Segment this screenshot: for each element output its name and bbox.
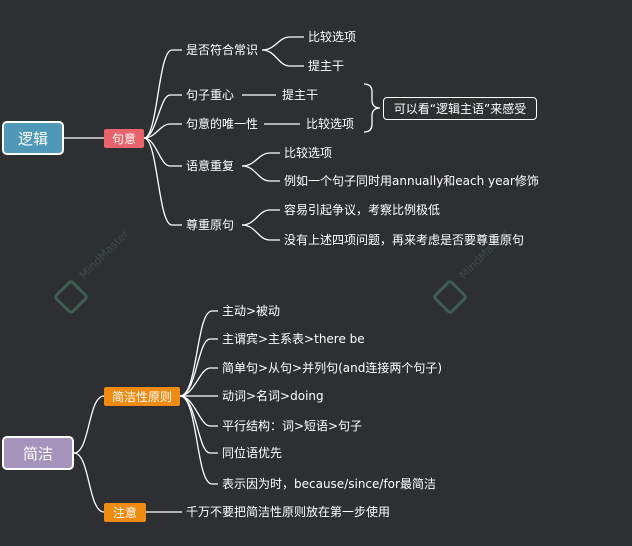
principle-item[interactable]: 平行结构：词>短语>句子 [222, 419, 363, 433]
principle-item[interactable]: 主谓宾>主系表>there be [222, 332, 365, 346]
subtopic-extract-trunk[interactable]: 提主干 [282, 88, 319, 102]
topic-common-sense[interactable]: 是否符合常识 [186, 43, 259, 57]
subtopic-compare-options[interactable]: 比较选项 [284, 146, 333, 160]
summary-note[interactable]: 可以看“逻辑主语”来感受 [383, 97, 537, 120]
branch-node-sentence-meaning[interactable]: 句意 [104, 129, 144, 148]
topic-respect-original[interactable]: 尊重原句 [186, 218, 235, 232]
subtopic-extract-trunk[interactable]: 提主干 [308, 59, 345, 73]
principle-item[interactable]: 简单句>从句>并列句(and连接两个句子) [222, 361, 443, 375]
subtopic-example[interactable]: 例如一个句子同时用annually和each year修饰 [284, 174, 539, 188]
topic-semantic-repetition[interactable]: 语意重复 [186, 159, 235, 173]
subtopic-compare-options[interactable]: 比较选项 [308, 30, 357, 44]
subtopic-controversial[interactable]: 容易引起争议，考察比例极低 [284, 203, 441, 217]
root-node-concise[interactable]: 简洁 [2, 436, 74, 470]
principle-item[interactable]: 动词>名词>doing [222, 389, 324, 403]
principle-item[interactable]: 同位语优先 [222, 446, 283, 460]
branch-node-caution[interactable]: 注意 [104, 503, 146, 522]
topic-uniqueness[interactable]: 句意的唯一性 [186, 117, 259, 131]
root-node-logic[interactable]: 逻辑 [2, 121, 64, 155]
branch-node-concise-principle[interactable]: 简洁性原则 [104, 387, 180, 406]
caution-item[interactable]: 千万不要把简洁性原则放在第一步使用 [186, 505, 391, 519]
topic-sentence-focus[interactable]: 句子重心 [186, 88, 235, 102]
principle-item[interactable]: 表示因为时，because/since/for最简洁 [222, 477, 436, 491]
subtopic-compare-options[interactable]: 比较选项 [306, 117, 355, 131]
subtopic-consider-last[interactable]: 没有上述四项问题，再来考虑是否要尊重原句 [284, 233, 525, 247]
principle-item[interactable]: 主动>被动 [222, 304, 281, 318]
